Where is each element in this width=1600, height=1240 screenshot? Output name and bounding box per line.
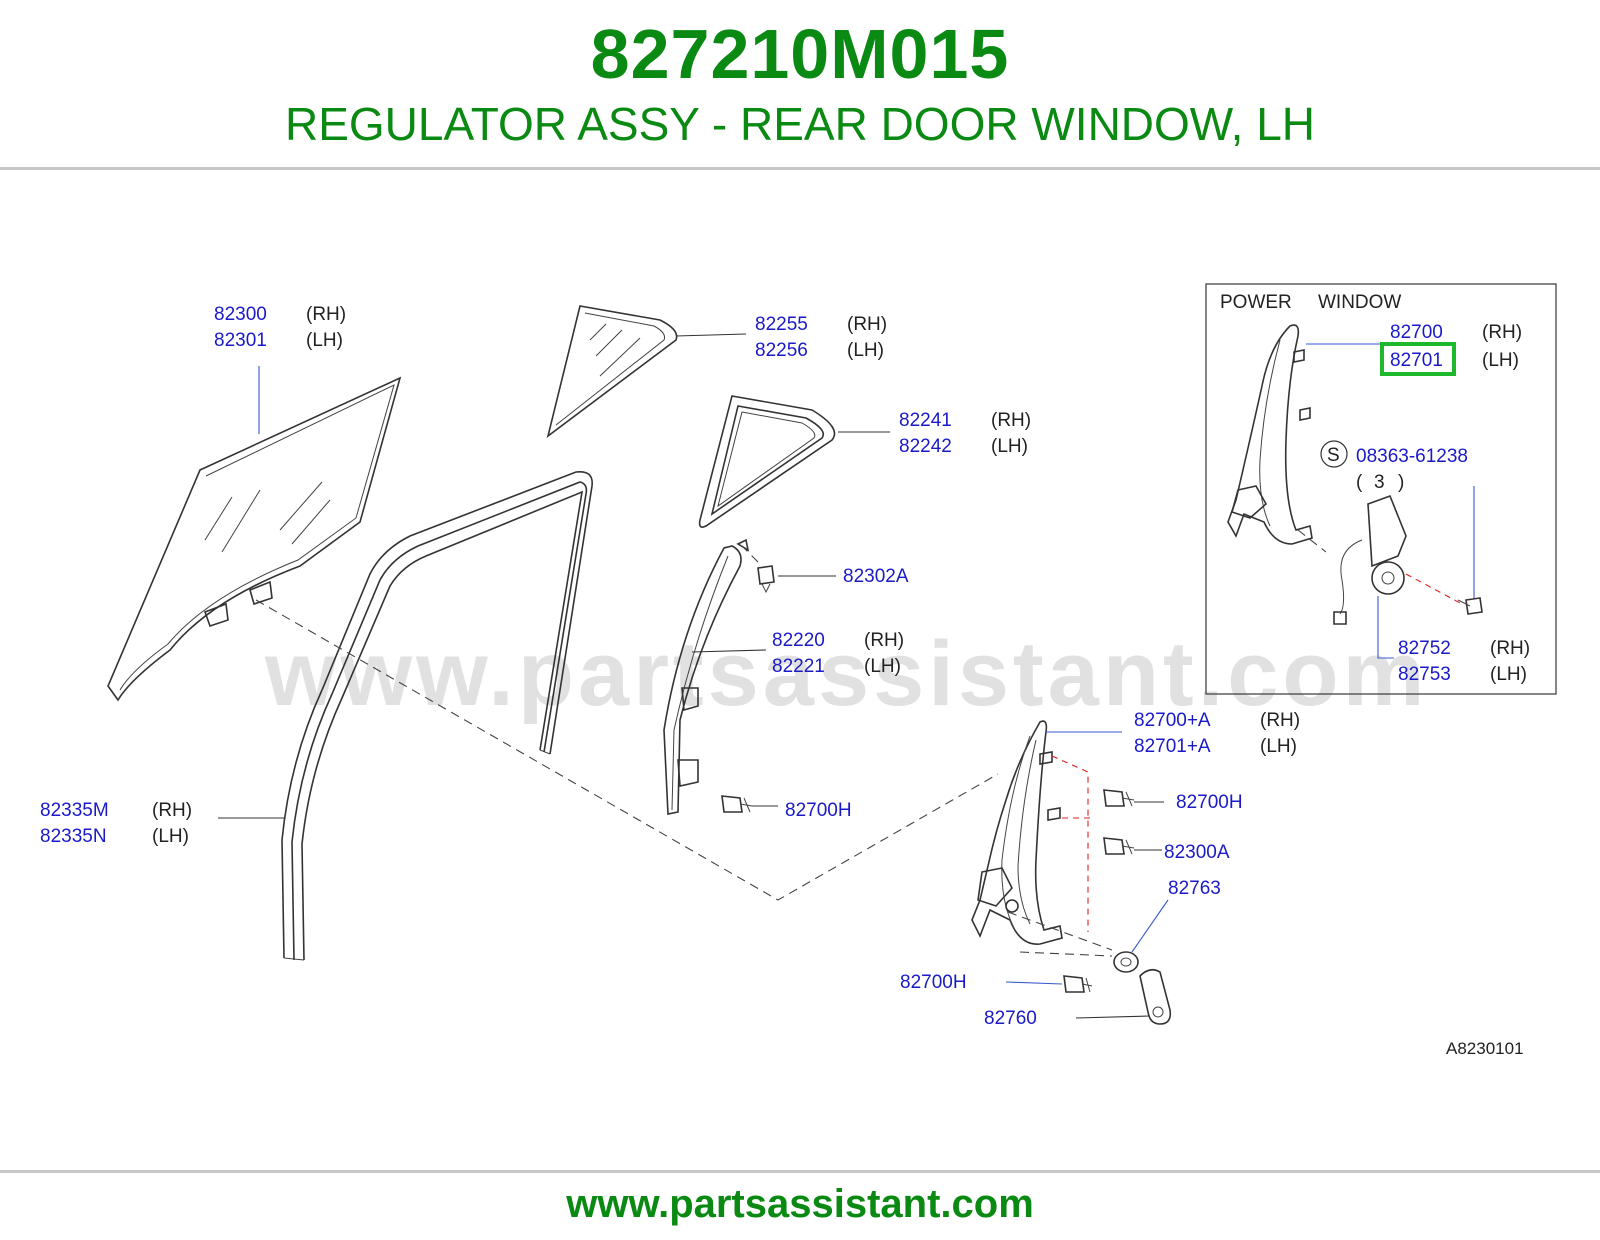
side-rh-82255: (RH) (847, 314, 887, 335)
side-rh-82752: (RH) (1490, 638, 1530, 659)
side-rh-82335M: (RH) (152, 800, 192, 821)
partition-glass-drawing (546, 305, 678, 438)
callout-82301[interactable]: 82301 (214, 330, 267, 351)
inset-screw-drawing (1457, 597, 1483, 615)
side-lh-82242: (LH) (991, 436, 1028, 457)
callout-82300[interactable]: 82300 (214, 304, 267, 325)
callout-82700A[interactable]: 82700+A (1134, 710, 1211, 731)
callout-82255[interactable]: 82255 (755, 314, 808, 335)
callout-82752[interactable]: 82752 (1398, 638, 1451, 659)
side-lh-82335N: (LH) (152, 826, 189, 847)
bolt-82700H-c (1063, 975, 1093, 993)
part-description: REGULATOR ASSY - REAR DOOR WINDOW, LH (284, 98, 1316, 150)
leader-82700H-c (1005, 981, 1063, 985)
side-rh-82241: (RH) (991, 410, 1031, 431)
watermark-text: www.partsassistant.com (264, 623, 1428, 725)
callout-82256[interactable]: 82256 (755, 340, 808, 361)
bolt-82300A (1103, 837, 1135, 855)
inset-title-power: POWER (1220, 292, 1292, 313)
assembly-line-glass (255, 599, 999, 901)
callout-82335N[interactable]: 82335N (40, 826, 107, 847)
screw-symbol-circle (1320, 440, 1348, 468)
highlight-82701-box (1380, 342, 1456, 376)
side-lh-82753: (LH) (1490, 664, 1527, 685)
handle-82760 (1139, 968, 1172, 1025)
leader-82220 (691, 649, 767, 653)
side-lh-82301: (LH) (306, 330, 343, 351)
regulator-drawing (971, 720, 1063, 945)
figure-id: A8230101 (1446, 1039, 1524, 1058)
footer-url[interactable]: www.partsassistant.com (566, 1182, 1034, 1226)
assembly-line-inset-motor (1297, 529, 1327, 553)
callout-82763[interactable]: 82763 (1168, 878, 1221, 899)
parts-diagram: www.partsassistant.com (40, 283, 1557, 1058)
callout-82220[interactable]: 82220 (772, 630, 825, 651)
callout-82700H-c[interactable]: 82700H (900, 972, 967, 993)
bolt-82700H-b (1103, 789, 1135, 807)
callout-82221[interactable]: 82221 (772, 656, 825, 677)
part-number-title: 827210M015 (590, 15, 1010, 93)
leader-82763 (1131, 899, 1169, 953)
inset-motor-drawing (1333, 494, 1407, 625)
footer-divider (0, 1170, 1600, 1173)
inset-regulator-drawing (1227, 324, 1313, 545)
inset-title-window: WINDOW (1318, 292, 1401, 313)
callout-82753[interactable]: 82753 (1398, 664, 1451, 685)
bolt-82700H-a (721, 795, 753, 813)
callout-08363-61238[interactable]: 08363-61238 (1356, 446, 1468, 467)
callout-82300A[interactable]: 82300A (1164, 842, 1230, 863)
assembly-line-clip (743, 547, 759, 563)
clip-82302A (757, 565, 775, 594)
callout-82700[interactable]: 82700 (1390, 322, 1443, 343)
assembly-line-handle (1007, 911, 1113, 957)
callout-82242[interactable]: 82242 (899, 436, 952, 457)
side-lh-82221: (LH) (864, 656, 901, 677)
callout-82335M[interactable]: 82335M (40, 800, 109, 821)
screw-qty-close: ) (1398, 472, 1404, 493)
callout-82760[interactable]: 82760 (984, 1008, 1037, 1029)
side-rh-82700: (RH) (1482, 322, 1522, 343)
door-glass-drawing (107, 376, 402, 702)
washer-82763 (1113, 951, 1139, 973)
callout-82700H-a[interactable]: 82700H (785, 800, 852, 821)
callout-82701[interactable]: 82701 (1390, 350, 1443, 371)
rear-sash-drawing (663, 538, 750, 815)
side-lh-82256: (LH) (847, 340, 884, 361)
callout-82700H-b[interactable]: 82700H (1176, 792, 1243, 813)
weatherstrip-drawing (281, 470, 593, 961)
screw-qty-open: ( (1356, 472, 1363, 493)
callout-82302A[interactable]: 82302A (843, 566, 909, 587)
callout-82241[interactable]: 82241 (899, 410, 952, 431)
inset-red-guide (1405, 573, 1463, 605)
partition-seal-drawing (698, 395, 836, 528)
screw-symbol-letter: S (1327, 445, 1340, 466)
leader-82255 (675, 333, 747, 337)
screw-qty: 3 (1374, 472, 1385, 493)
side-rh-82300: (RH) (306, 304, 346, 325)
side-rh-82220: (RH) (864, 630, 904, 651)
side-lh-82701: (LH) (1482, 350, 1519, 371)
leader-82752 (1377, 596, 1394, 659)
side-rh-82700A: (RH) (1260, 710, 1300, 731)
side-lh-82701A: (LH) (1260, 736, 1297, 757)
red-guide-lines (1051, 755, 1090, 932)
header-divider (0, 167, 1600, 170)
power-window-inset-frame (1205, 283, 1557, 695)
callout-82701A[interactable]: 82701+A (1134, 736, 1211, 757)
leader-82760 (1075, 1015, 1151, 1019)
